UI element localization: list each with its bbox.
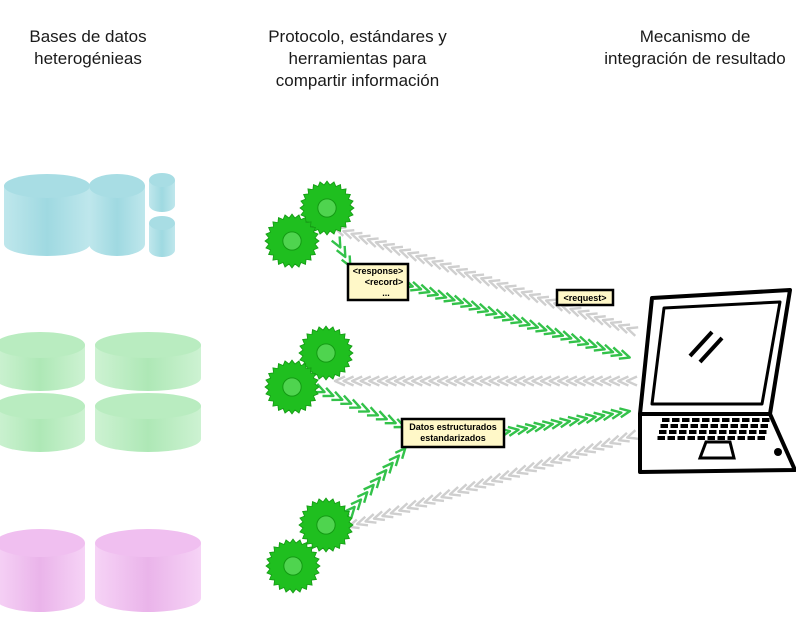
gear-icon [299, 180, 355, 236]
structured-data-label: Datos estructurados estandarizados [400, 417, 506, 449]
gear-icon [298, 325, 354, 381]
request-text: <request> [563, 293, 606, 303]
gear-icon [264, 359, 320, 415]
database-icon [95, 529, 201, 612]
response-line-2: <record> [365, 277, 404, 287]
database-group [0, 173, 201, 612]
arrow-line [313, 383, 406, 429]
arrow-line [330, 236, 352, 268]
heading-protocol-line-3: compartir información [275, 71, 440, 90]
response-line-3: ... [382, 288, 390, 298]
database-icon [0, 393, 85, 452]
response-line-1: <response> [353, 266, 404, 276]
gear-group [264, 180, 355, 594]
structured-data-line-2: estandarizados [420, 433, 486, 443]
database-icon [0, 529, 85, 612]
request-label: <request> [555, 288, 615, 307]
heading-databases-line-1: Bases de datos [29, 27, 147, 46]
arrow-line [499, 407, 632, 439]
heading-protocol-line-1: Protocolo, estándares y [268, 27, 447, 46]
heading-protocol-line-2: herramientas para [288, 49, 427, 68]
arrow-line [337, 447, 407, 526]
database-icon [4, 174, 90, 256]
database-icon [95, 332, 201, 391]
structured-data-line-1: Datos estructurados [409, 422, 497, 432]
gear-icon [264, 213, 320, 269]
heading-integration: Mecanismo de integración de resultado [585, 26, 796, 70]
gear-icon [265, 538, 321, 594]
arrow-line [401, 278, 631, 360]
database-icon [149, 216, 175, 257]
heading-databases-line-2: heterogénieas [34, 49, 142, 68]
laptop-icon [638, 288, 796, 474]
gear-icon [298, 497, 354, 553]
heading-databases: Bases de datos heterogénieas [8, 26, 168, 70]
database-icon [0, 332, 85, 391]
heading-integration-line-1: Mecanismo de [639, 27, 751, 46]
database-icon [149, 173, 175, 212]
response-label: <response> <record> ... [346, 262, 410, 302]
arrow-line [334, 226, 639, 337]
database-icon [89, 174, 145, 256]
database-icon [95, 393, 201, 452]
heading-integration-line-2: integración de resultado [604, 49, 786, 68]
heading-protocol: Protocolo, estándares y herramientas par… [240, 26, 475, 92]
arrow-line [333, 375, 638, 387]
